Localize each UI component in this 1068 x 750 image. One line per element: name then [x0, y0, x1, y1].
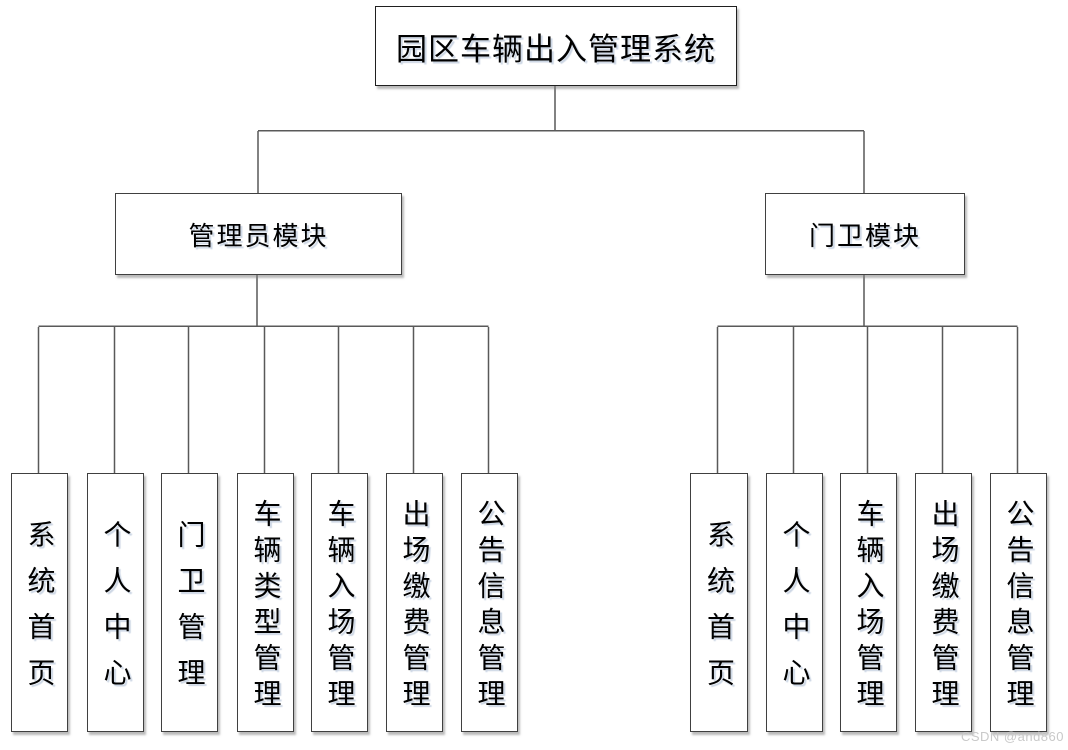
leaf-label: 系统首页 — [24, 519, 56, 704]
node-admin-vehicle-entry-mgmt: 车辆入场管理 — [311, 473, 368, 732]
node-guard-module: 门卫模块 — [765, 193, 965, 275]
node-admin-personal-center: 个人中心 — [87, 473, 144, 732]
admin-module-label: 管理员模块 — [188, 220, 329, 251]
leaf-label: 出场缴费管理 — [399, 498, 431, 715]
leaf-label: 门卫管理 — [174, 519, 206, 704]
node-park-vehicle-system: 园区车辆出入管理系统 — [375, 6, 737, 86]
node-admin-module: 管理员模块 — [115, 193, 402, 275]
leaf-label: 车辆入场管理 — [324, 498, 356, 715]
node-admin-guard-mgmt: 门卫管理 — [161, 473, 218, 732]
leaf-label: 车辆入场管理 — [853, 498, 885, 715]
leaf-label: 公告信息管理 — [1003, 498, 1035, 715]
leaf-label: 系统首页 — [704, 519, 735, 704]
leaf-label: 个人中心 — [779, 519, 811, 704]
node-guard-announcement-mgmt: 公告信息管理 — [990, 473, 1047, 732]
node-guard-vehicle-entry-mgmt: 车辆入场管理 — [840, 473, 897, 732]
node-admin-vehicle-type-mgmt: 车辆类型管理 — [237, 473, 294, 732]
guard-module-label: 门卫模块 — [808, 220, 921, 251]
leaf-label: 车辆类型管理 — [250, 498, 282, 715]
node-admin-announcement-mgmt: 公告信息管理 — [461, 473, 518, 732]
watermark: CSDN @and860 — [960, 729, 1064, 744]
node-guard-system-home: 系统首页 — [690, 473, 748, 732]
leaf-label: 出场缴费管理 — [928, 498, 960, 715]
node-admin-system-home: 系统首页 — [11, 473, 68, 732]
leaf-label: 公告信息管理 — [474, 498, 506, 715]
node-admin-exit-payment-mgmt: 出场缴费管理 — [386, 473, 443, 732]
node-guard-personal-center: 个人中心 — [766, 473, 823, 732]
root-node-label: 园区车辆出入管理系统 — [396, 31, 716, 67]
leaf-label: 个人中心 — [100, 519, 132, 704]
node-guard-exit-payment-mgmt: 出场缴费管理 — [915, 473, 972, 732]
